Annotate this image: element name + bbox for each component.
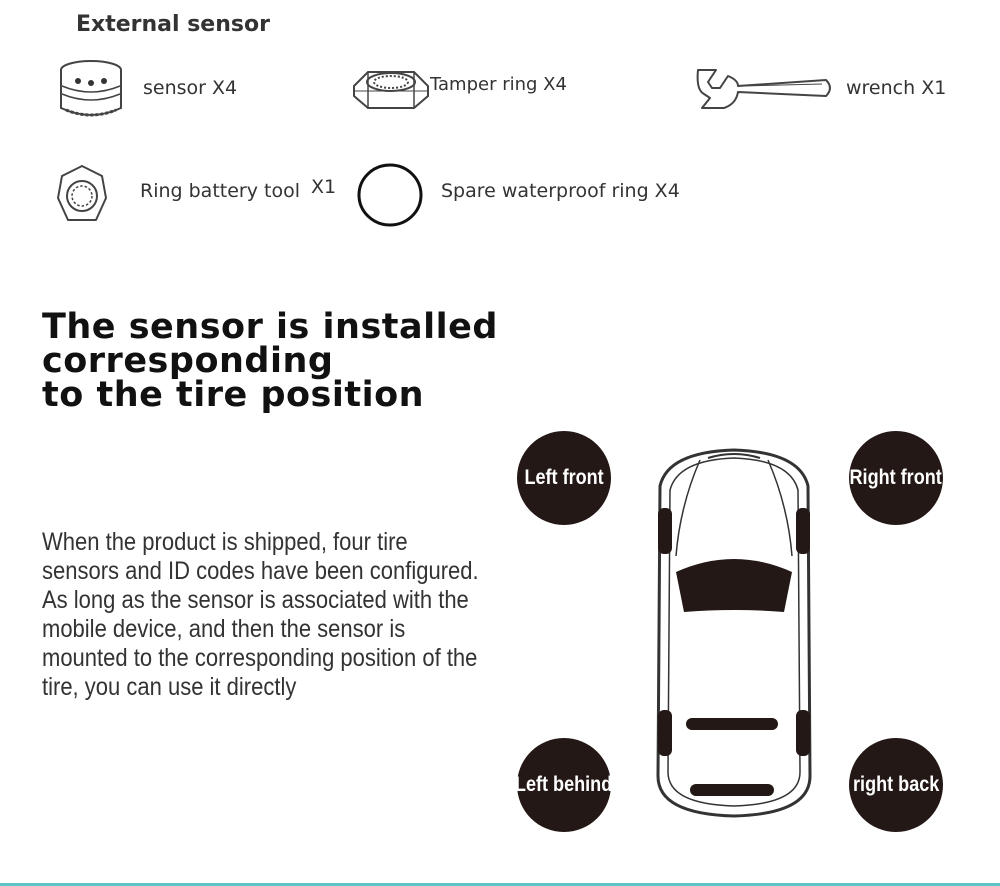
description-text: When the product is shipped, four tire s…	[42, 528, 479, 701]
headline-line-2: to the tire position	[42, 375, 425, 415]
spare-waterproof-ring-label: Spare waterproof ring X4	[441, 180, 680, 202]
ring-battery-tool-count: X1	[311, 176, 337, 198]
wrench-icon	[696, 69, 831, 109]
badge-left-front-label: Left front	[524, 466, 604, 489]
bottom-accent-line	[0, 883, 1000, 886]
section-title: External sensor	[76, 12, 270, 37]
headline: The sensor is installed corresponding to…	[42, 307, 802, 415]
badge-right-front: Right front	[849, 431, 943, 525]
badge-right-back-label: right back	[852, 773, 940, 796]
headline-line-1: The sensor is installed corresponding	[42, 307, 498, 381]
badge-right-front-label: Right front	[849, 466, 943, 489]
sensor-label: sensor X4	[143, 77, 238, 99]
badge-left-behind-label: Left behind	[515, 773, 613, 796]
tamper-ring-label: Tamper ring X4	[430, 74, 567, 95]
wrench-label: wrench X1	[846, 77, 947, 99]
battery-ring-tool-icon	[57, 165, 107, 221]
badge-right-back: right back	[849, 738, 943, 832]
ring-battery-tool-label: Ring battery tool	[140, 180, 300, 202]
hex-nut-icon	[353, 71, 429, 109]
car-top-view-icon	[656, 448, 812, 818]
tire-sensor-icon	[60, 60, 122, 117]
badge-left-behind: Left behind	[515, 738, 613, 832]
o-ring-icon	[357, 163, 423, 227]
badge-left-front: Left front	[517, 431, 611, 525]
